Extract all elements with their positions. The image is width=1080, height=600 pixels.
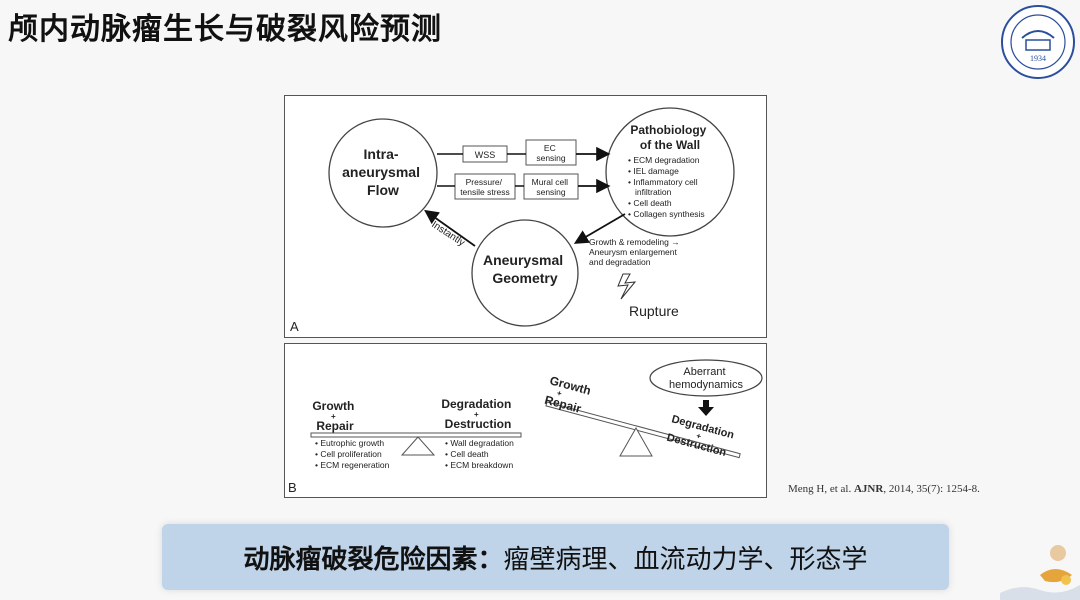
reference-citation: Meng H, et al. AJNR, 2014, 35(7): 1254-8… (788, 483, 980, 495)
flow-circle (328, 118, 438, 228)
left-list-item: • Cell proliferation (315, 449, 382, 459)
geometry-line-1: Aneurysmal (483, 252, 563, 268)
svg-text:Degradation + Dest: Degradation + Destruction (441, 397, 514, 431)
wall-item: • ECM degradation (628, 155, 700, 165)
ref-details: , 2014, 35(7): 1254-8. (883, 483, 980, 495)
balance-right-3: Destruction (445, 417, 512, 431)
pressure-label-1: Pressure/ (466, 177, 503, 187)
wall-item: • Inflammatory cell (628, 177, 698, 187)
right-list-item: • Cell death (445, 449, 489, 459)
svg-text:Growth & remodeling → An: Growth & remodeling → Aneurysm enlargeme… (589, 237, 682, 267)
svg-text:Aberrant hemodynamics: Aberrant hemodynamics (669, 366, 743, 391)
svg-text:• ECM degradation • IEL: • ECM degradation • IEL damage • Inflamm… (628, 155, 705, 219)
right-list-item: • ECM breakdown (445, 460, 513, 470)
aberrant-ellipse (649, 359, 763, 397)
balance-left-3: Repair (316, 419, 354, 433)
growth-note-1: Growth & remodeling → (589, 237, 680, 247)
ref-journal: AJNR (853, 483, 884, 495)
banner-text: 瘤壁病理、血流动力学、形态学 (503, 544, 868, 575)
pressure-label-2: tensile stress (460, 187, 510, 197)
diagram-panel-b: Growth + Repair Degradation + Destructio… (284, 343, 767, 498)
tilt-right-2: + (695, 431, 702, 441)
university-logo: 1934 (1001, 5, 1075, 79)
wss-label: WSS (475, 150, 496, 160)
growth-note-2: Aneurysm enlargement (589, 247, 678, 257)
summary-banner: 动脉瘤破裂危险因素： 瘤壁病理、血流动力学、形态学 (162, 524, 949, 590)
svg-text:• Wall degradation • Cel: • Wall degradation • Cell death • ECM br… (445, 438, 516, 470)
wall-title-1: Pathobiology (630, 123, 706, 137)
ref-authors: Meng H, et al. (788, 483, 852, 495)
slide-title: 颅内动脉瘤生长与破裂风险预测 (8, 12, 442, 47)
right-list-item: • Wall degradation (445, 438, 514, 448)
banner-lead: 动脉瘤破裂危险因素： (243, 544, 504, 575)
svg-text:EC sensing: EC sensing (536, 143, 566, 163)
growth-note-3: and degradation (589, 257, 651, 267)
svg-text:Pressure/ tensile stress: Pressure/ tensile stress (460, 177, 510, 197)
tilted-beam (545, 401, 741, 459)
ec-label-1: EC (544, 143, 556, 153)
mural-label-1: Mural cell (532, 177, 568, 187)
diagram-panel-a: Intra- aneurysmal Flow Pathobiology of t… (284, 95, 767, 338)
decoration-image (1000, 545, 1080, 600)
svg-text:Growth + Repai: Growth + Repair (543, 373, 596, 418)
svg-text:Mural cell sensing: Mural cell sensing (532, 177, 571, 197)
svg-text:Pathobiology of the Wall: Pathobiology of the Wall (630, 123, 709, 152)
logo-year: 1934 (1030, 54, 1046, 63)
tilted-beam-group (545, 401, 741, 459)
wall-item: • IEL damage (628, 166, 679, 176)
svg-text:Intra- aneurysmal: Intra- aneurysmal Flow (342, 146, 424, 198)
panel-a-svg: Intra- aneurysmal Flow Pathobiology of t… (290, 107, 735, 334)
flow-line-2: aneurysmal (342, 164, 420, 180)
down-arrow-icon (698, 400, 714, 416)
tilted-fulcrum (619, 426, 653, 457)
balance-right-2: + (474, 410, 479, 419)
wall-circle (605, 107, 735, 237)
flow-line-1: Intra- (364, 146, 399, 162)
wall-title-2: of the Wall (640, 138, 700, 152)
aberrant-1: Aberrant (683, 366, 725, 378)
panel-b-label: B (288, 480, 297, 495)
aberrant-2: hemodynamics (669, 379, 743, 391)
lightning-icon (617, 273, 637, 300)
panel-a-label: A (290, 319, 299, 334)
mural-label-2: sensing (536, 187, 566, 197)
balance-right-1: Degradation (441, 397, 511, 411)
ec-sensing-box (525, 139, 577, 166)
balance-fulcrum (400, 436, 436, 456)
balance-beam (310, 432, 522, 438)
tilt-left-3: Repair (543, 393, 583, 416)
left-list-item: • ECM regeneration (315, 460, 390, 470)
geometry-to-flow-arrow (424, 209, 476, 247)
ec-label-2: sensing (536, 153, 566, 163)
geometry-circle (471, 219, 579, 327)
balance-left-2: + (331, 412, 336, 421)
instantly-label: Instantly (429, 219, 466, 249)
flow-line-3: Flow (367, 182, 399, 198)
geometry-line-2: Geometry (492, 270, 558, 286)
wall-item: infiltration (635, 187, 672, 197)
wall-to-geometry-arrow (573, 213, 626, 244)
balance-left-1: Growth (312, 399, 354, 413)
svg-text:• Eutrophic growth • Cel: • Eutrophic growth • Cell proliferation … (315, 438, 390, 470)
left-list-item: • Eutrophic growth (315, 438, 384, 448)
tilt-left-2: + (556, 389, 563, 399)
svg-text:Aneurysmal Geometry: Aneurysmal Geometry (483, 252, 567, 286)
svg-text:Growth + Repair: Growth + Repair (312, 399, 357, 433)
wall-item: • Cell death (628, 198, 672, 208)
panel-b-svg: Growth + Repair Degradation + Destructio… (288, 359, 763, 495)
rupture-label: Rupture (629, 303, 679, 319)
wall-item: • Collagen synthesis (628, 209, 705, 219)
